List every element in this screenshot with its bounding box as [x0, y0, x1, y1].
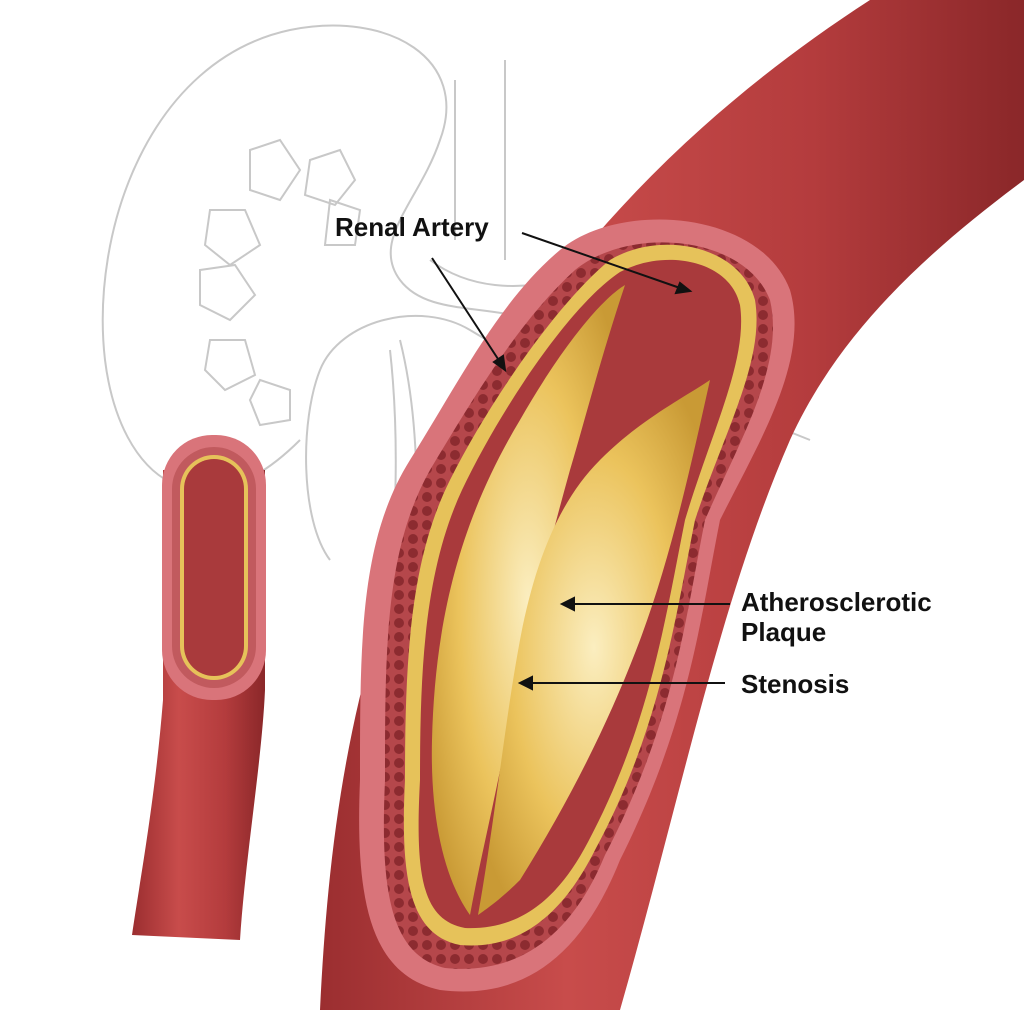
renal-artery-arrow-2 — [431, 257, 501, 363]
normal-artery — [132, 435, 266, 940]
plaque-left — [431, 285, 625, 915]
renal-artery-arrow-1 — [521, 232, 681, 289]
plaque-label: Atherosclerotic Plaque — [741, 587, 932, 647]
cross-section — [359, 219, 795, 992]
plaque-label-line1: Atherosclerotic — [741, 587, 932, 617]
stenosis-label: Stenosis — [741, 669, 850, 699]
plaque-right — [478, 380, 710, 915]
leader-lines — [431, 232, 730, 691]
renal-artery-label: Renal Artery — [335, 212, 489, 242]
plaque-label-line2: Plaque — [741, 617, 827, 647]
